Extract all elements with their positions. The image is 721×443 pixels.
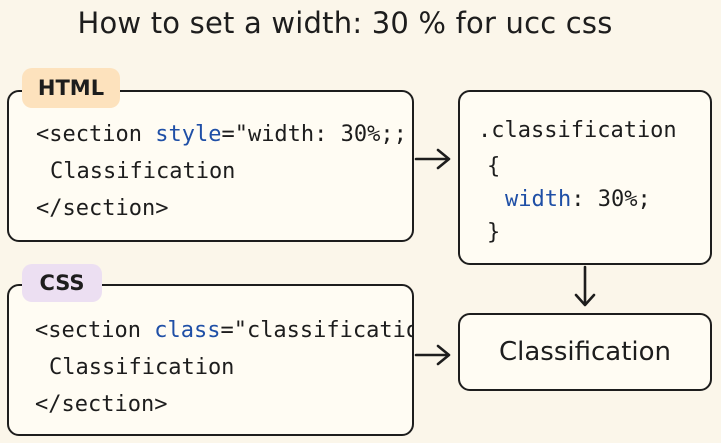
css-width-value: : 30%; bbox=[571, 187, 651, 212]
css-class-code-box: <section class="classification Classific… bbox=[7, 284, 414, 436]
css-close-brace: } bbox=[487, 220, 501, 245]
result-box: Classification bbox=[458, 313, 712, 391]
css-class-attribute: class bbox=[154, 318, 221, 343]
css-class-code-line-1: <section class="classification bbox=[35, 312, 414, 349]
arrow-html-to-css-rule bbox=[414, 148, 451, 170]
css-declaration: width: 30%; bbox=[505, 181, 651, 218]
css-class-open-tag: <section bbox=[35, 318, 155, 343]
css-class-code-line-3: </section> bbox=[35, 392, 168, 417]
css-class-value: ="classification bbox=[220, 318, 414, 343]
html-code-line-1: <section style="width: 30%;; bbox=[36, 116, 407, 153]
css-class-code-line-2: Classification bbox=[49, 355, 235, 380]
css-open-brace: { bbox=[487, 154, 501, 179]
arrow-css-rule-to-result bbox=[574, 265, 596, 307]
html-tag-label: HTML bbox=[22, 68, 120, 108]
result-text: Classification bbox=[498, 337, 672, 367]
html-code-box bbox=[7, 90, 414, 242]
css-width-property: width bbox=[505, 187, 572, 212]
page-title: How to set a width: 30 % for ucc css bbox=[77, 6, 613, 40]
html-code-line-3: </section> bbox=[36, 196, 169, 221]
html-style-attribute: style bbox=[155, 122, 222, 147]
html-open-tag: <section bbox=[36, 122, 156, 147]
css-selector: .classification bbox=[478, 118, 677, 143]
html-code-line-2: Classification bbox=[50, 159, 236, 184]
arrow-css-to-result bbox=[414, 344, 451, 366]
css-tag-label: CSS bbox=[22, 264, 102, 302]
css-rule-box bbox=[458, 90, 712, 265]
html-style-value: ="width: 30%;; bbox=[221, 122, 407, 147]
